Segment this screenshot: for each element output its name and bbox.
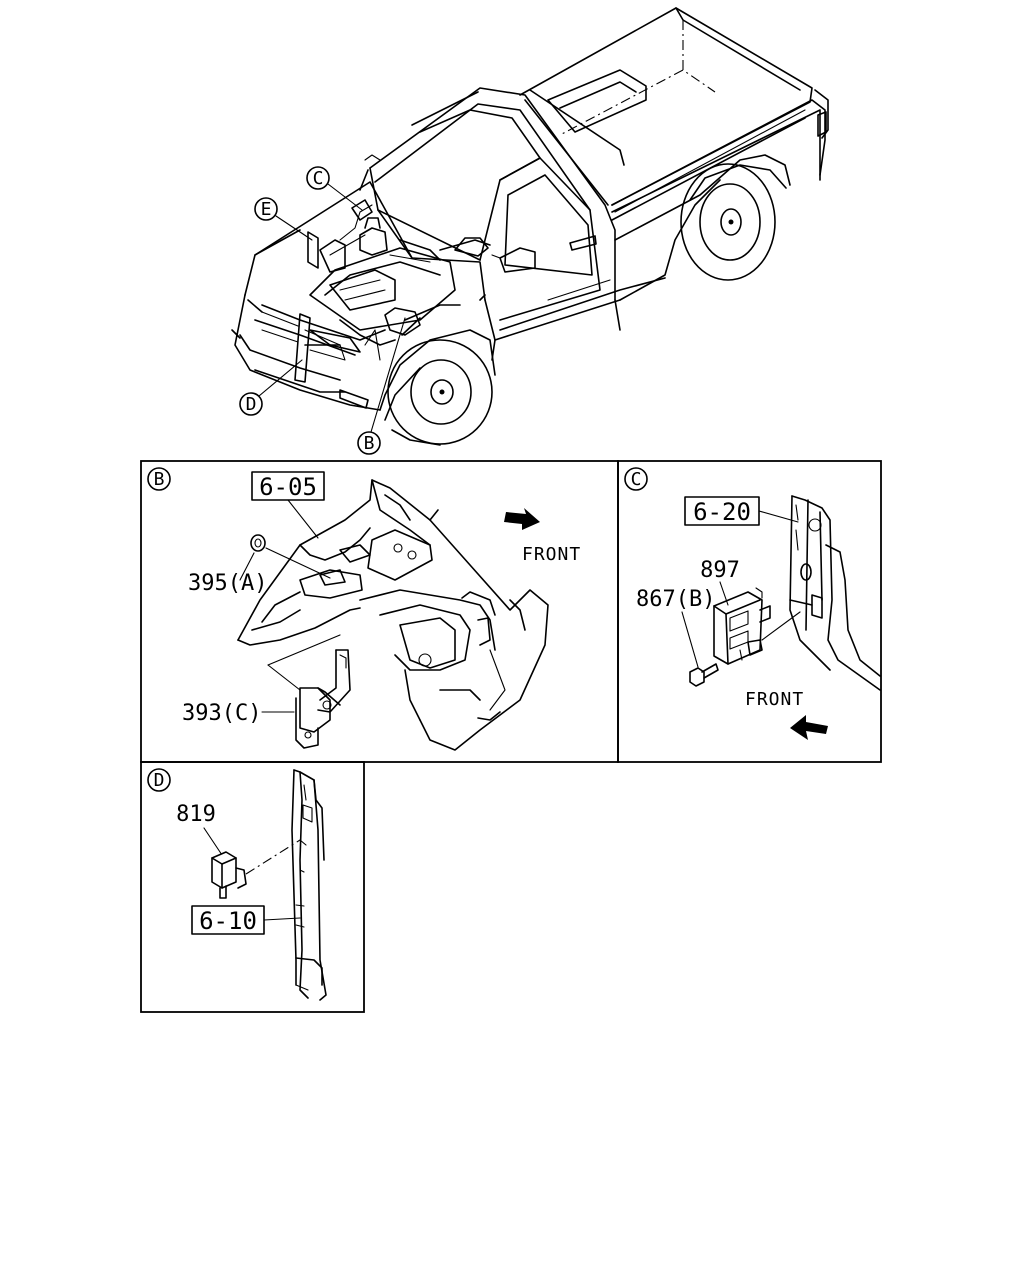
panel-b-front-arrow (504, 508, 540, 530)
radiator-support-member (291, 769, 327, 1001)
panel-c: C 6-20 89 (624, 467, 881, 740)
callout-d: D (239, 359, 303, 416)
callout-c-label: C (313, 168, 324, 189)
sensor-819 (211, 839, 301, 899)
panel-d-group-ref: 6-10 (199, 907, 257, 935)
part-819-label: 819 (176, 802, 216, 827)
engine-bay (304, 154, 491, 361)
callout-b-label: B (364, 433, 375, 454)
panel-c-front-arrow (790, 715, 828, 740)
panel-c-frame (617, 460, 882, 763)
callout-b: B (357, 317, 406, 455)
panel-c-letter: C (631, 469, 642, 490)
hood-front (231, 181, 486, 411)
panel-c-front-label: FRONT (745, 689, 804, 710)
module-897 (713, 587, 771, 665)
fender-apron (237, 479, 549, 751)
panel-d-letter: D (154, 770, 165, 791)
bolt-867b (689, 663, 719, 687)
bracket-393c (295, 649, 351, 749)
panel-b-group-box (251, 471, 325, 501)
callout-d-label: D (246, 394, 257, 415)
part-867b-label: 867(B) (636, 587, 715, 612)
panel-b: B 6-05 FRONT 395(A) (147, 467, 581, 751)
panel-c-group-ref: 6-20 (693, 498, 751, 526)
panel-b-front-label: FRONT (522, 544, 581, 565)
callout-c: C (306, 166, 363, 211)
callout-e-label: E (261, 199, 272, 220)
panel-c-group-box (684, 496, 760, 526)
panel-d-frame (140, 761, 365, 1013)
cargo-bed (519, 7, 829, 221)
rear-wheel-area (494, 109, 821, 341)
panel-d: D 819 6-10 (147, 768, 327, 1001)
pillar-panel (789, 495, 881, 691)
cab (369, 87, 621, 331)
truck-overview: C E D B (231, 7, 829, 455)
panel-b-letter: B (154, 469, 165, 490)
panel-b-group-ref: 6-05 (259, 473, 317, 501)
part-395a-label: 395(A) (188, 571, 267, 596)
part-897-label: 897 (700, 558, 740, 583)
front-wheel-area (379, 294, 496, 446)
callout-e: E (254, 197, 313, 241)
part-393c-label: 393(C) (182, 701, 261, 726)
